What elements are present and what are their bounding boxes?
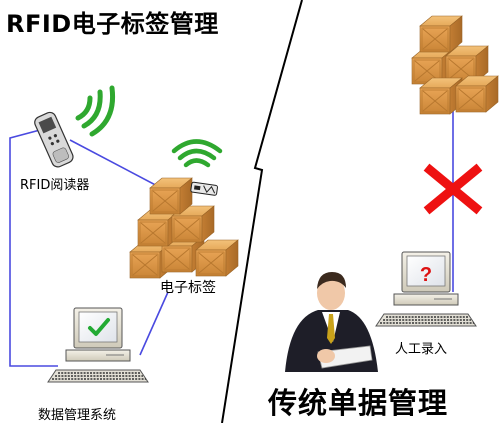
cross-icon [423, 163, 483, 215]
businessman-icon [285, 272, 378, 372]
svg-text:?: ? [420, 264, 432, 286]
manual-entry-label: 人工录入 [395, 342, 448, 357]
right-panel-title: 传统单据管理 [268, 386, 449, 420]
data-system-label: 数据管理系统 [38, 408, 117, 423]
crate-stack-icon [411, 15, 499, 115]
rfid-reader-icon [34, 111, 74, 168]
rfid-reader-label: RFID阅读器 [20, 178, 90, 193]
wifi-signal-icon [171, 139, 223, 168]
computer-check-icon [47, 307, 149, 383]
panel-divider [221, 0, 303, 423]
rfid-tag-label: 电子标签 [160, 280, 216, 296]
crate-stack-icon [129, 177, 239, 279]
left-connectors [9, 125, 169, 367]
wifi-signal-icon [75, 85, 116, 137]
rfid-tag-icon [190, 181, 218, 196]
left-panel-title: RFID电子标签管理 [6, 10, 219, 38]
computer-question-icon: ? [375, 251, 477, 327]
